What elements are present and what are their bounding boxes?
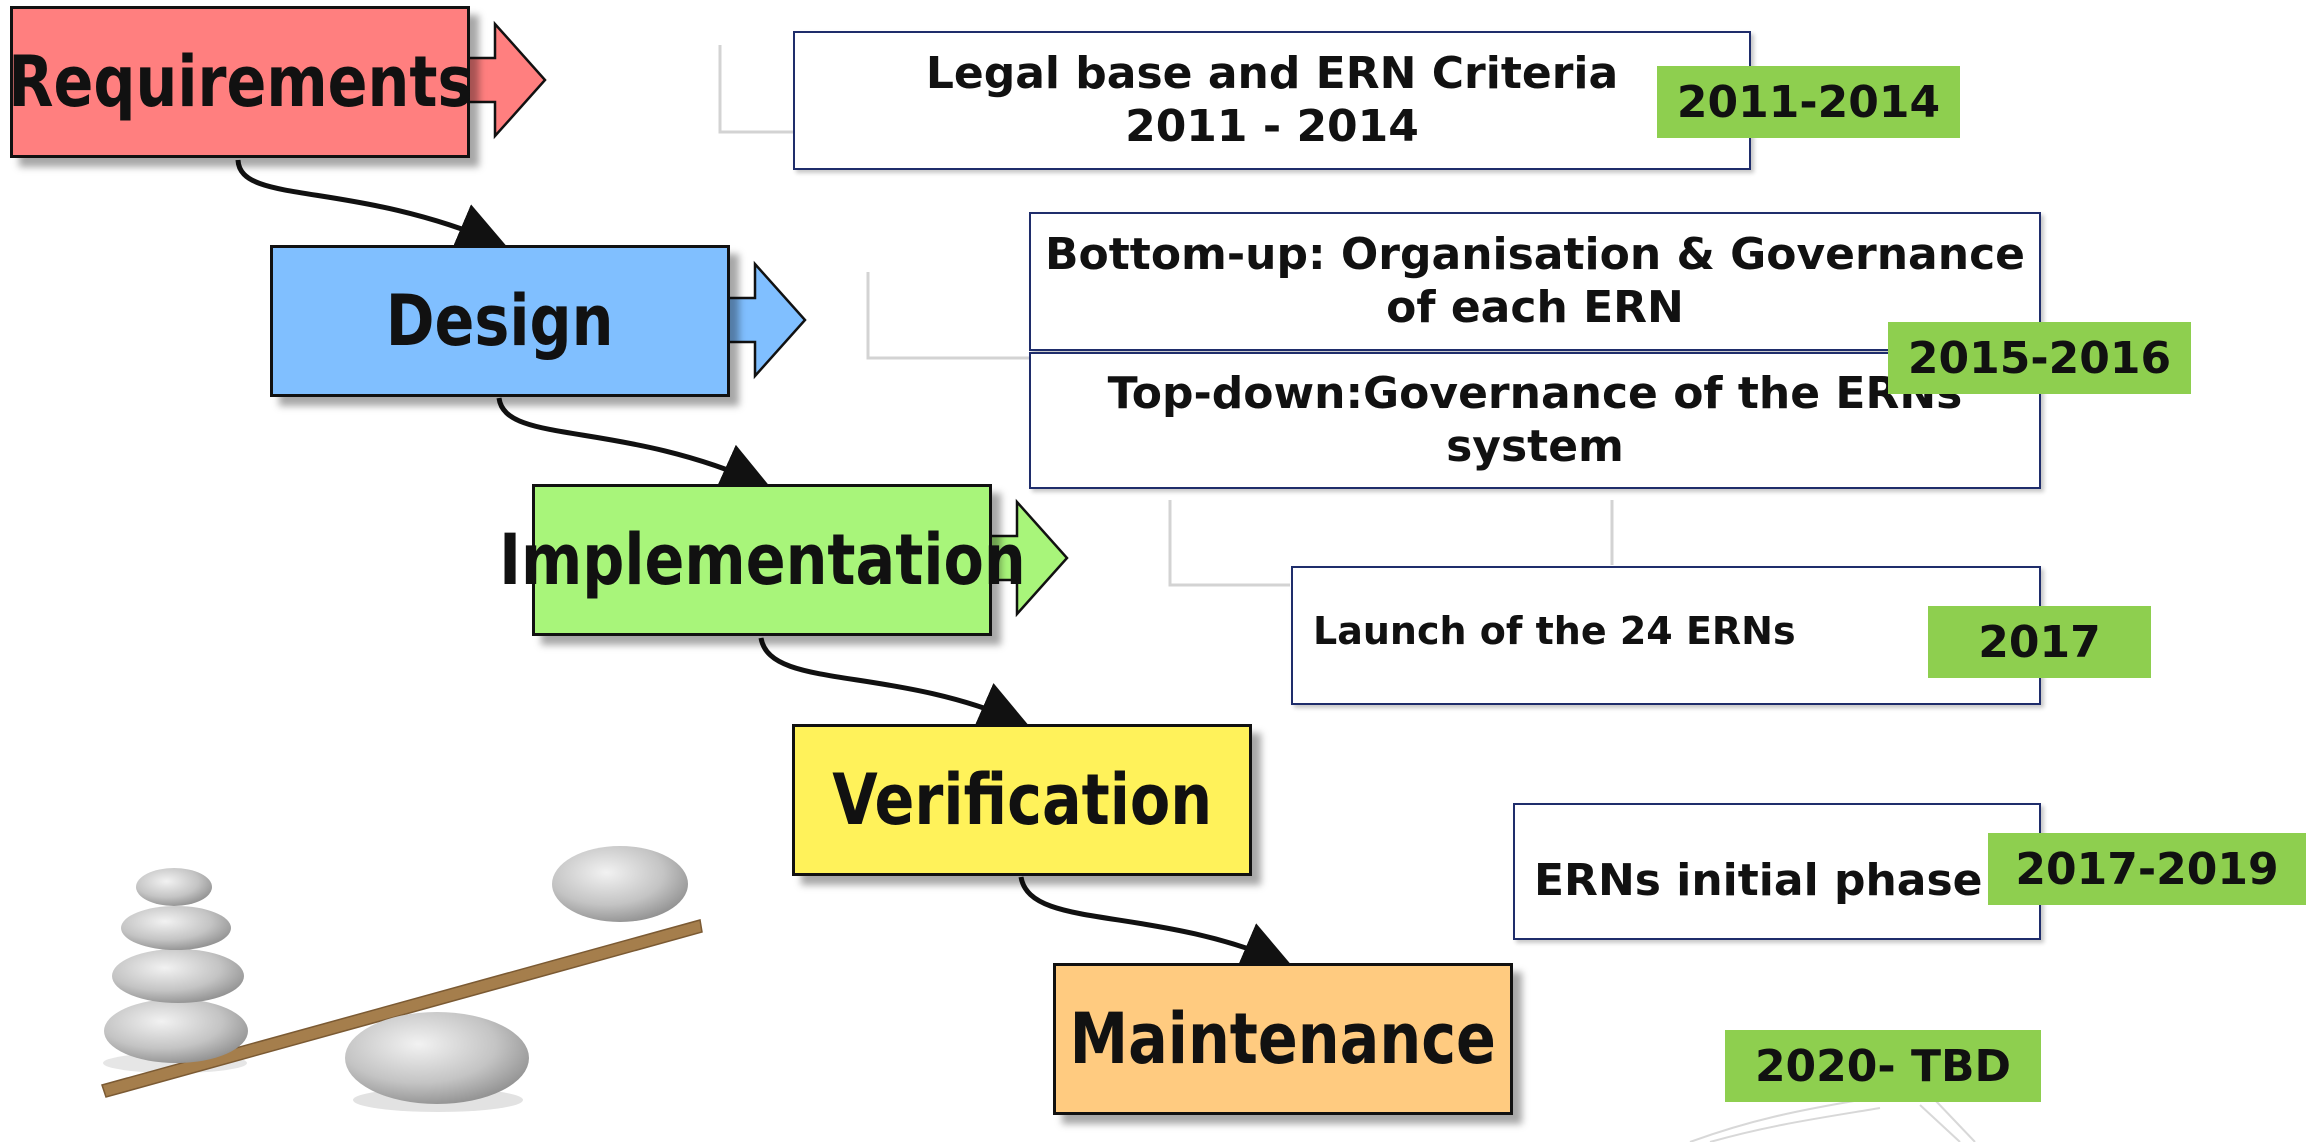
- top-down-line1: Top-down:Governance of the ERNs: [1107, 367, 1963, 419]
- bottom-up-box: Bottom-up: Organisation & Governance of …: [1029, 212, 2041, 351]
- balancing-stones-icon: [101, 846, 703, 1112]
- badge-2015-2016: 2015-2016: [1888, 322, 2191, 394]
- bottom-up-line1: Bottom-up: Organisation & Governance: [1045, 228, 2025, 280]
- stage-design-label: Design: [386, 280, 614, 362]
- right-arrow-icon: [988, 498, 1069, 618]
- connector-lines: [718, 45, 1614, 587]
- legal-base-title: Legal base and ERN Criteria: [925, 47, 1619, 99]
- launch-box: Launch of the 24 ERNs: [1291, 566, 2041, 705]
- right-arrow-icon: [466, 20, 547, 140]
- badge-2017-2019: 2017-2019: [1988, 833, 2306, 905]
- initial-phase-text: ERNs initial phase: [1534, 855, 1983, 907]
- stage-requirements-label: Requirements: [7, 41, 473, 123]
- stage-design: Design: [270, 245, 730, 397]
- arrow-verification-to-maintenance: [1018, 876, 1293, 970]
- top-down-line2: system: [1446, 420, 1624, 472]
- initial-phase-box: ERNs initial phase: [1513, 803, 2041, 940]
- arrow-design-to-implementation: [496, 397, 772, 491]
- legal-base-years: 2011 - 2014: [1125, 100, 1419, 152]
- badge-2017: 2017: [1928, 606, 2151, 678]
- legal-base-box: Legal base and ERN Criteria 2011 - 2014: [793, 31, 1751, 170]
- stage-implementation: Implementation: [499, 484, 1025, 636]
- stage-maintenance: Maintenance: [1053, 963, 1513, 1115]
- stage-implementation-label: Implementation: [498, 519, 1026, 601]
- right-arrow-icon: [726, 260, 807, 380]
- arrow-implementation-to-verification: [758, 637, 1030, 729]
- launch-text: Launch of the 24 ERNs: [1313, 608, 1796, 653]
- arrow-requirements-to-design: [235, 159, 508, 251]
- flow-arrows: [235, 159, 1293, 970]
- badge-2011-2014: 2011-2014: [1657, 66, 1960, 138]
- top-down-box: Top-down:Governance of the ERNs system: [1029, 352, 2041, 489]
- bottom-up-line2: of each ERN: [1386, 281, 1684, 333]
- stage-maintenance-label: Maintenance: [1069, 998, 1497, 1080]
- decorative-lines: [1689, 1099, 1976, 1142]
- badge-2020-tbd: 2020- TBD: [1725, 1030, 2041, 1102]
- stage-verification-label: Verification: [832, 759, 1212, 841]
- stage-verification: Verification: [792, 724, 1252, 876]
- stage-requirements: Requirements: [7, 6, 473, 158]
